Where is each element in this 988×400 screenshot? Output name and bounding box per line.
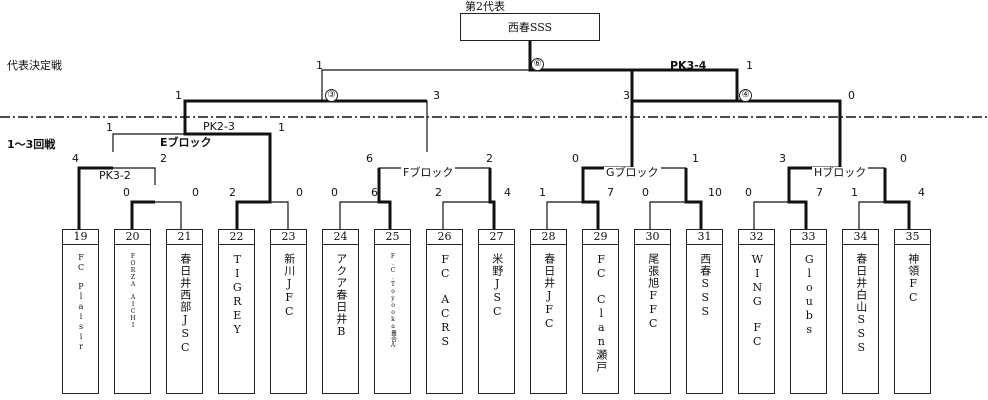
- score-f-26-27-right: 4: [504, 186, 511, 199]
- team-name: FC Plaisir: [76, 253, 86, 352]
- team-number: 32: [739, 230, 774, 245]
- team-name: アクア春日井B: [334, 253, 348, 339]
- team-number: 27: [479, 230, 514, 245]
- score-g-28-29-right: 7: [607, 186, 614, 199]
- score-semi-left-left: 1: [175, 89, 182, 102]
- team-name: WING FC: [750, 253, 764, 349]
- score-semi-right-right: 0: [848, 89, 855, 102]
- block-label-h: Hブロック: [812, 166, 869, 179]
- team-number: 22: [219, 230, 254, 245]
- team-box-34: 34 春日井白山SSS: [842, 229, 879, 394]
- team-box-32: 32 WING FC: [738, 229, 775, 394]
- team-number: 20: [115, 230, 150, 245]
- team-name: FC ACRS: [438, 253, 452, 349]
- team-name: 神領FC: [906, 253, 920, 305]
- score-f-26-27-left: 2: [435, 186, 442, 199]
- team-name: FORZA AICHI: [129, 253, 137, 329]
- team-box-26: 26 FC ACRS: [426, 229, 463, 394]
- team-box-33: 33 Gloubs: [790, 229, 827, 394]
- score-h-34-35-left: 1: [851, 186, 858, 199]
- team-box-20: 20 FORZA AICHI: [114, 229, 151, 394]
- team-number: 30: [635, 230, 670, 245]
- team-number: 25: [375, 230, 410, 245]
- team-name: 春日井西部JSC: [178, 253, 192, 355]
- score-e-22-23-left: 2: [229, 186, 236, 199]
- pk-label-e-top: PK2-3: [203, 120, 235, 133]
- score-g-28-29-left: 1: [539, 186, 546, 199]
- team-box-28: 28 春日井JFC: [530, 229, 567, 394]
- score-e-mid-right: 2: [160, 152, 167, 165]
- team-name: 米野JSC: [490, 253, 504, 319]
- round-code-left-semi: ③: [325, 89, 338, 102]
- round-code-final: ⑥: [531, 58, 544, 71]
- score-h-top-right: 0: [900, 152, 907, 165]
- score-semi-left-right: 3: [433, 89, 440, 102]
- score-h-34-35-right: 4: [918, 186, 925, 199]
- team-number: 26: [427, 230, 462, 245]
- team-box-35: 35 神領FC: [894, 229, 931, 394]
- score-f-top-right: 2: [486, 152, 493, 165]
- team-number: 34: [843, 230, 878, 245]
- score-e-top-right: 1: [278, 121, 285, 134]
- team-name: 西春SSS: [698, 253, 712, 319]
- final-stage-label: 代表決定戦: [7, 59, 62, 72]
- team-name: 春日井JFC: [542, 253, 556, 331]
- team-number: 21: [167, 230, 202, 245]
- score-e-20-21-left: 0: [123, 186, 130, 199]
- team-box-25: 25 F.C.Toyooka豊合A: [374, 229, 411, 394]
- team-box-19: 19 FC Plaisir: [62, 229, 99, 394]
- team-box-21: 21 春日井西部JSC: [166, 229, 203, 394]
- block-label-e: Eブロック: [160, 136, 212, 149]
- round-code-right-semi: ④: [739, 89, 752, 102]
- score-h-top-left: 3: [779, 152, 786, 165]
- team-name: 春日井白山SSS: [854, 253, 868, 355]
- team-number: 24: [323, 230, 358, 245]
- score-f-top-left: 6: [366, 152, 373, 165]
- champion-team: 西春SSS: [460, 13, 600, 41]
- team-box-31: 31 西春SSS: [686, 229, 723, 394]
- score-final-left: 1: [316, 59, 323, 72]
- team-number: 31: [687, 230, 722, 245]
- score-final-right: 1: [746, 59, 753, 72]
- team-name: 尾張旭FFC: [646, 253, 660, 331]
- team-name: FC Clan瀬戸: [594, 253, 608, 373]
- team-box-27: 27 米野JSC: [478, 229, 515, 394]
- score-h-32-33-left: 0: [745, 186, 752, 199]
- score-g-30-31-left: 0: [642, 186, 649, 199]
- score-f-24-25-left: 0: [331, 186, 338, 199]
- score-h-32-33-right: 7: [816, 186, 823, 199]
- score-g-top-right: 1: [692, 152, 699, 165]
- team-box-23: 23 新川JFC: [270, 229, 307, 394]
- score-f-24-25-right: 6: [371, 186, 378, 199]
- pk-label-e-mid: PK3-2: [99, 169, 131, 182]
- team-number: 35: [895, 230, 930, 245]
- score-e-mid-left: 4: [72, 152, 79, 165]
- team-number: 23: [271, 230, 306, 245]
- team-box-24: 24 アクア春日井B: [322, 229, 359, 394]
- team-box-30: 30 尾張旭FFC: [634, 229, 671, 394]
- team-name: Gloubs: [802, 253, 816, 337]
- score-e-22-23-right: 0: [296, 186, 303, 199]
- champion-label: 第2代表: [465, 0, 505, 13]
- team-box-29: 29 FC Clan瀬戸: [582, 229, 619, 394]
- team-number: 33: [791, 230, 826, 245]
- pk-label-final: PK3-4: [670, 59, 707, 72]
- score-e-top-left: 1: [106, 121, 113, 134]
- score-g-30-31-right: 10: [708, 186, 722, 199]
- team-number: 28: [531, 230, 566, 245]
- block-label-f: Fブロック: [401, 166, 456, 179]
- score-e-20-21-right: 0: [192, 186, 199, 199]
- team-name: 新川JFC: [282, 253, 296, 319]
- block-label-g: Gブロック: [604, 166, 661, 179]
- score-semi-right-left: 3: [623, 89, 630, 102]
- team-name: F.C.Toyooka豊合A: [389, 253, 397, 349]
- rounds-label: 1～3回戦: [7, 138, 56, 151]
- team-number: 29: [583, 230, 618, 245]
- team-box-22: 22 TIGREY: [218, 229, 255, 394]
- team-number: 19: [63, 230, 98, 245]
- team-name: TIGREY: [230, 253, 244, 337]
- score-g-top-left: 0: [572, 152, 579, 165]
